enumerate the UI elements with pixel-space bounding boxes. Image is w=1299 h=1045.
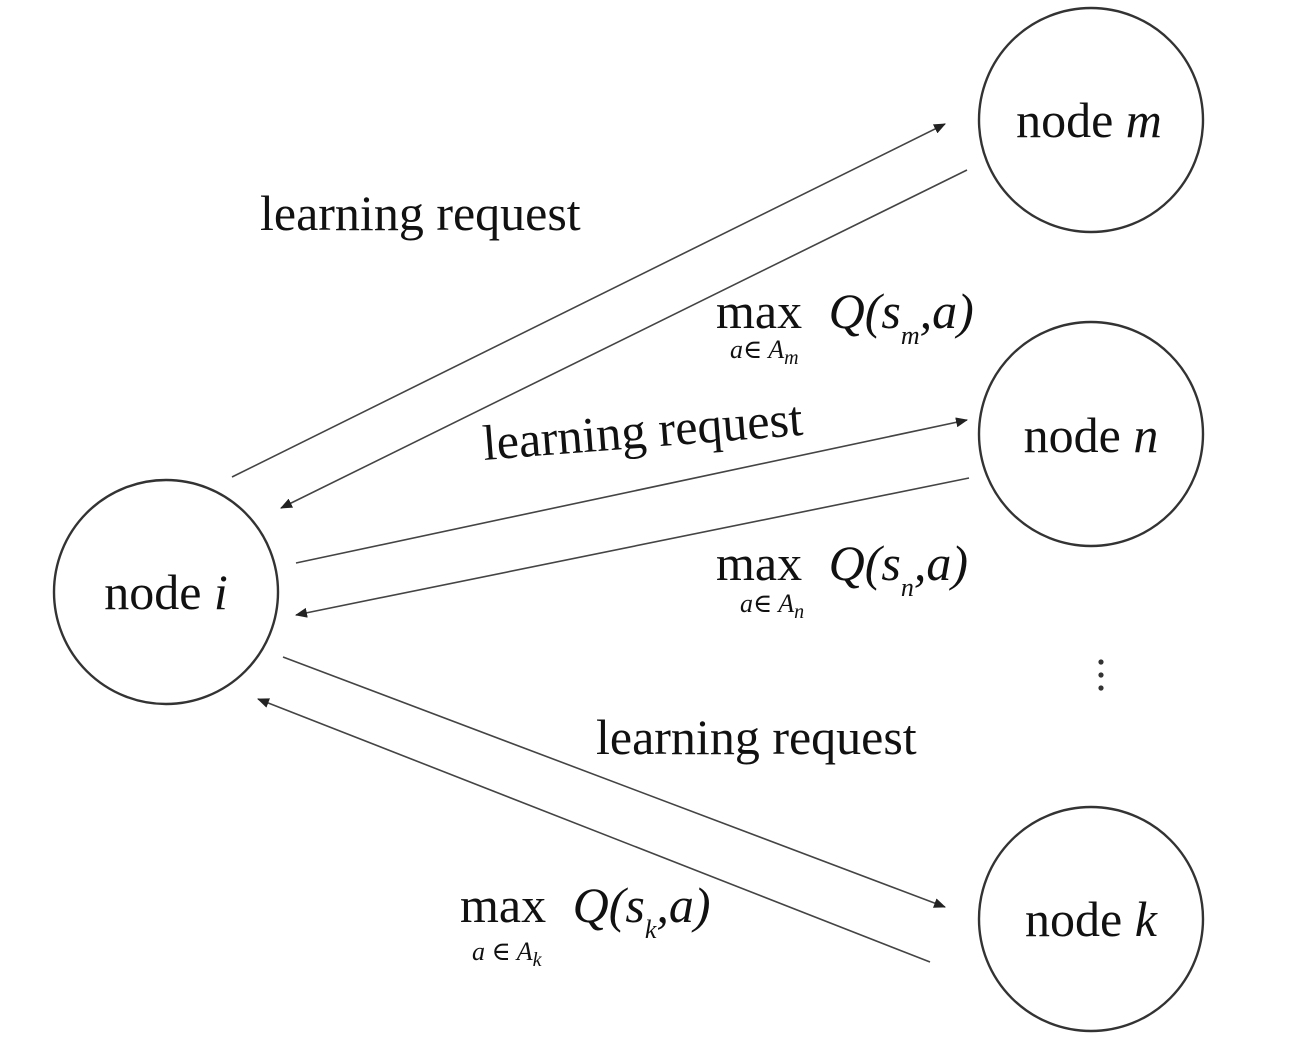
formula-m-op: max [716,283,802,339]
request-arrow-to-node-k [282,656,946,908]
node-i: node i [52,478,280,706]
svg-text:max Q(sn,a): max Q(sn,a) [716,535,968,602]
node-m-var: m [1126,92,1162,148]
formula-n-op: max [716,535,802,591]
node-n-prefix: node [1024,407,1121,463]
node-i-prefix: node [104,564,201,620]
reply-arrow-from-node-n [295,477,970,618]
request-arrow-to-node-n [295,417,968,564]
reply-arrow-from-node-k [257,698,931,963]
formula-n-state-sub: n [901,573,914,602]
formula-k-under: a ∈ A [472,937,533,966]
formula-k-state: s [625,877,644,933]
node-k-prefix: node [1025,891,1122,947]
formula-k-under-sub: k [533,949,543,971]
svg-text:max Q(sm,a): max Q(sm,a) [716,283,974,350]
reply-arrow-from-node-m [280,169,968,509]
formula-m-under: a∈ A [730,335,784,364]
learning-request-label-k: learning request [596,709,917,765]
learning-request-label-m: learning request [260,185,581,241]
request-arrow-to-node-m [231,123,946,478]
svg-text:node i: node i [104,564,228,620]
node-m: node m [977,6,1205,234]
svg-text:node n: node n [1024,407,1159,463]
formula-n-under: a∈ A [740,589,794,618]
formula-max-q-n: max Q(sn,a) a∈ An [716,535,968,623]
svg-text:a ∈ Ak: a ∈ Ak [472,937,543,971]
formula-n-under-sub: n [794,601,804,623]
node-k: node k [977,805,1205,1033]
learning-request-label-n: learning request [480,390,804,471]
node-n: node n [977,320,1205,548]
formula-k-op: max [460,877,546,933]
node-n-var: n [1133,407,1158,463]
formula-m-func: Q( [829,283,885,339]
svg-text:node m: node m [1016,92,1162,148]
formula-k-func: Q( [573,877,629,933]
formula-k-tail: ,a) [656,877,710,933]
svg-text:a∈ Am: a∈ Am [730,335,799,369]
formula-m-state-sub: m [901,321,920,350]
svg-text:a∈ An: a∈ An [740,589,804,623]
formula-m-under-sub: m [784,347,798,369]
node-m-prefix: node [1016,92,1113,148]
formula-max-q-m: max Q(sm,a) a∈ Am [716,283,974,369]
vertical-ellipsis-icon [1098,659,1104,691]
formula-n-state: s [881,535,900,591]
formula-m-tail: ,a) [920,283,974,339]
formula-n-func: Q( [829,535,885,591]
formula-k-state-sub: k [645,915,657,944]
node-k-var: k [1135,891,1158,947]
formula-n-tail: ,a) [914,535,968,591]
formula-max-q-k: max Q(sk,a) a ∈ Ak [460,877,711,971]
formula-m-state: s [881,283,900,339]
svg-text:node k: node k [1025,891,1158,947]
node-i-var: i [214,564,228,620]
svg-text:max Q(sk,a): max Q(sk,a) [460,877,711,944]
